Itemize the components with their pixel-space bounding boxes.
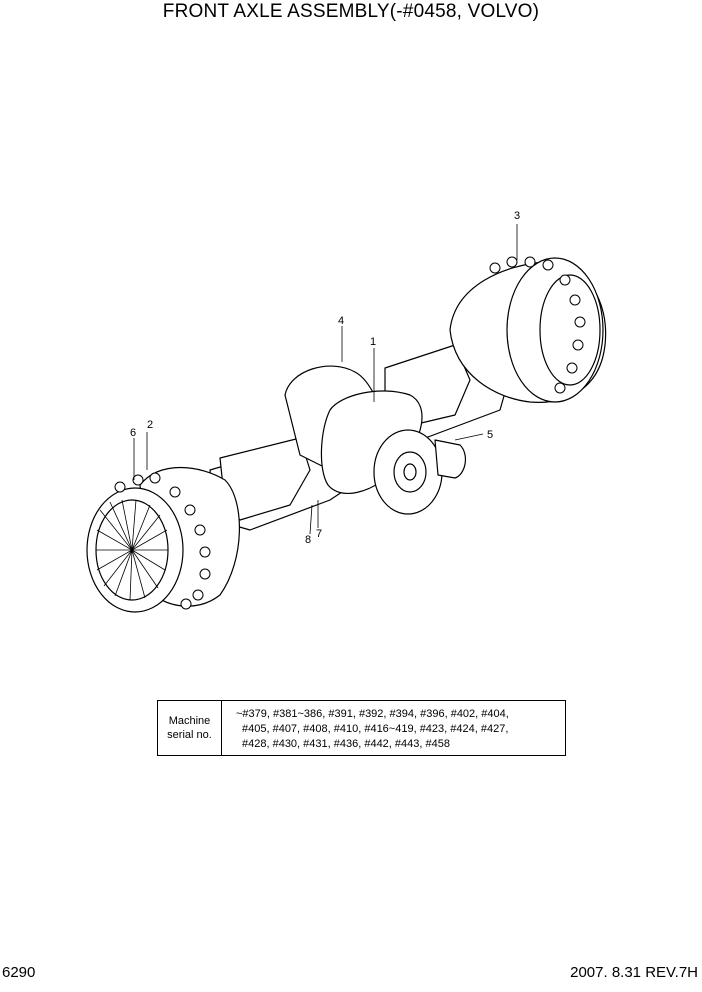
serial-values-cell: ~#379, #381~386, #391, #392, #394, #396,… [222, 701, 565, 755]
serial-line: #405, #407, #408, #410, #416~419, #423, … [242, 723, 509, 735]
leader-lines [133, 224, 518, 535]
callout-1: 1 [370, 336, 376, 348]
serial-label-line2: serial no. [167, 729, 212, 741]
callout-6: 6 [130, 427, 136, 439]
serial-label-line1: Machine [168, 715, 211, 727]
callout-3: 3 [514, 210, 520, 222]
right-hub-bolts [489, 256, 586, 394]
serial-label-cell: Machine serial no. [158, 701, 222, 755]
page-title: FRONT AXLE ASSEMBLY(-#0458, VOLVO) [162, 1, 540, 22]
callout-4: 4 [338, 315, 344, 327]
callout-7: 7 [316, 528, 322, 540]
page-number: 6290 [2, 964, 36, 981]
left-hub-fins [96, 499, 168, 601]
callout-8: 8 [305, 534, 311, 546]
revision-date: 2007. 8.31 REV.7H [570, 964, 698, 981]
serial-line: #428, #430, #431, #436, #442, #443, #458 [242, 738, 450, 750]
serial-number-table: Machine serial no. ~#379, #381~386, #391… [157, 700, 566, 756]
callout-5: 5 [487, 429, 493, 441]
left-hub-bolts [114, 472, 211, 610]
callout-2: 2 [147, 419, 153, 431]
pinion-yoke [434, 439, 467, 479]
serial-line: ~#379, #381~386, #391, #392, #394, #396,… [236, 708, 509, 720]
